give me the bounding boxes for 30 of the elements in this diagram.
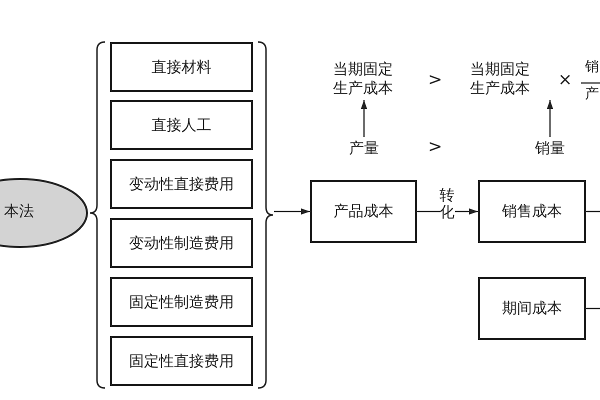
fraction-denominator: 产: [585, 87, 599, 101]
edge-label: 转化: [440, 186, 454, 221]
cost-label: 固定性制造费用: [129, 292, 234, 312]
cost-box: [310, 180, 417, 243]
cost-box: [110, 336, 253, 386]
cost-label: 销售成本: [502, 202, 562, 221]
cost-label: 直接材料: [152, 58, 212, 76]
cost-label: 变动性直接费用: [129, 174, 234, 194]
fraction-numerator: 销: [585, 60, 599, 74]
formula-term: 当期固定生产成本: [332, 60, 394, 98]
comparison-sign: >: [428, 72, 442, 89]
formula-term: 销量: [535, 138, 565, 158]
cost-label: 产品成本: [334, 202, 394, 221]
cost-label: 变动性制造费用: [129, 234, 234, 252]
formula-term: 当期固定生产成本: [469, 60, 531, 98]
cost-label: 固定性直接费用: [129, 352, 234, 370]
cost-box: [478, 277, 586, 340]
formula-term: 产量: [349, 138, 379, 158]
multiply-sign: ×: [558, 72, 572, 89]
cost-box: [110, 100, 253, 150]
cost-label: 直接人工: [152, 116, 212, 134]
cost-box: [110, 277, 253, 327]
cost-box: [110, 42, 253, 92]
comparison-sign: >: [428, 139, 442, 156]
method-label: 本法: [4, 202, 34, 221]
cost-label: 期间成本: [502, 299, 562, 318]
cost-box: [110, 159, 253, 209]
curly-brace: [257, 42, 274, 388]
cost-box: [478, 180, 586, 243]
cost-box: [110, 218, 253, 268]
